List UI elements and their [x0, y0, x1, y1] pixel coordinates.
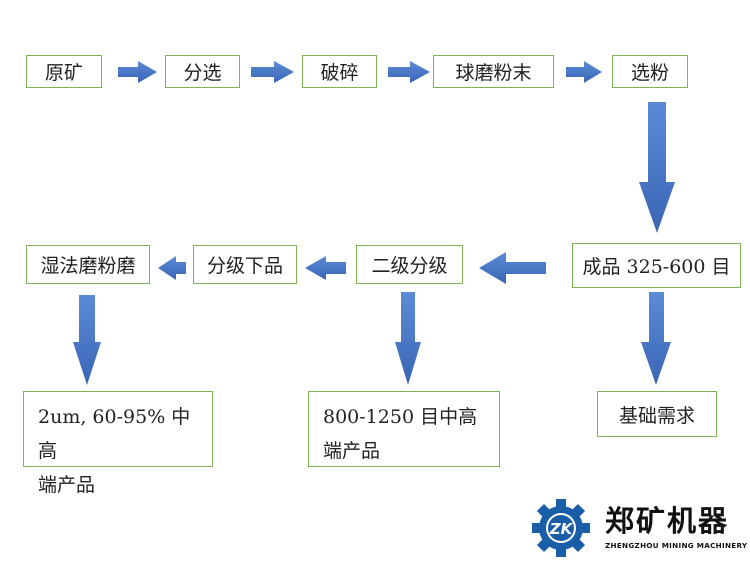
arrow-ore-to-sorting — [118, 61, 157, 83]
arrow-select-to-product — [639, 102, 675, 233]
arrow-ballmill-to-select — [566, 61, 602, 83]
logo-mark-text: ZK — [549, 520, 574, 538]
node-powder-select-label: 选粉 — [630, 62, 669, 84]
node-secondary-classify-label: 二级分级 — [371, 255, 448, 277]
arrow-sorting-to-crushing — [251, 61, 294, 83]
node-ball-mill: 球磨粉末 — [433, 55, 554, 88]
node-ball-mill-label: 球磨粉末 — [455, 62, 532, 84]
arrow-crushing-to-ballmill — [388, 61, 430, 83]
node-product-800-1250-text: 800-1250 目中高 端产品 — [323, 400, 477, 468]
node-ore: 原矿 — [26, 55, 102, 88]
node-product-800-1250-line1: 800-1250 目中高 — [323, 406, 478, 428]
node-crushing: 破碎 — [302, 55, 377, 88]
node-product-2um-text: 2um, 60-95% 中高 端产品 — [38, 400, 198, 502]
node-crushing-label: 破碎 — [320, 62, 359, 84]
node-basic-demand: 基础需求 — [597, 391, 717, 437]
arrow-lower-to-wetmill — [158, 256, 186, 280]
logo-name: 郑矿机器 — [605, 504, 730, 538]
node-basic-demand-label: 基础需求 — [618, 404, 695, 427]
node-secondary-classify: 二级分级 — [356, 245, 463, 284]
node-sorting-label: 分选 — [183, 62, 222, 84]
node-classify-lower-label: 分级下品 — [206, 255, 283, 277]
node-product-800-1250-line2: 端产品 — [323, 440, 381, 462]
node-wet-mill-label: 湿法磨粉磨 — [40, 255, 136, 277]
logo-subtitle: ZHENGZHOU MINING MACHINERY — [605, 541, 748, 550]
node-classify-lower: 分级下品 — [193, 245, 297, 284]
node-product-325-600: 成品 325-600 目 — [572, 243, 741, 288]
node-powder-select: 选粉 — [612, 55, 688, 88]
arrow-product-to-secondary — [479, 252, 546, 284]
node-ore-label: 原矿 — [44, 62, 83, 84]
node-product-2um: 2um, 60-95% 中高 端产品 — [23, 391, 213, 496]
arrow-product-to-basic — [641, 292, 671, 385]
node-product-2um-line1: 2um, 60-95% 中高 — [38, 406, 191, 462]
arrow-secondary-to-800 — [395, 292, 421, 385]
node-wet-mill: 湿法磨粉磨 — [26, 245, 150, 284]
node-product-2um-line2: 端产品 — [38, 474, 96, 496]
company-logo: ZK 郑矿机器 ZHENGZHOU MINING MACHINERY — [529, 498, 747, 558]
node-sorting: 分选 — [165, 55, 240, 88]
arrow-wetmill-to-2um — [73, 295, 101, 385]
gear-logo-icon: ZK — [532, 499, 590, 557]
node-product-800-1250: 800-1250 目中高 端产品 — [308, 391, 500, 467]
node-product-325-600-label: 成品 325-600 目 — [582, 256, 731, 278]
arrow-secondary-to-lower — [305, 256, 346, 280]
